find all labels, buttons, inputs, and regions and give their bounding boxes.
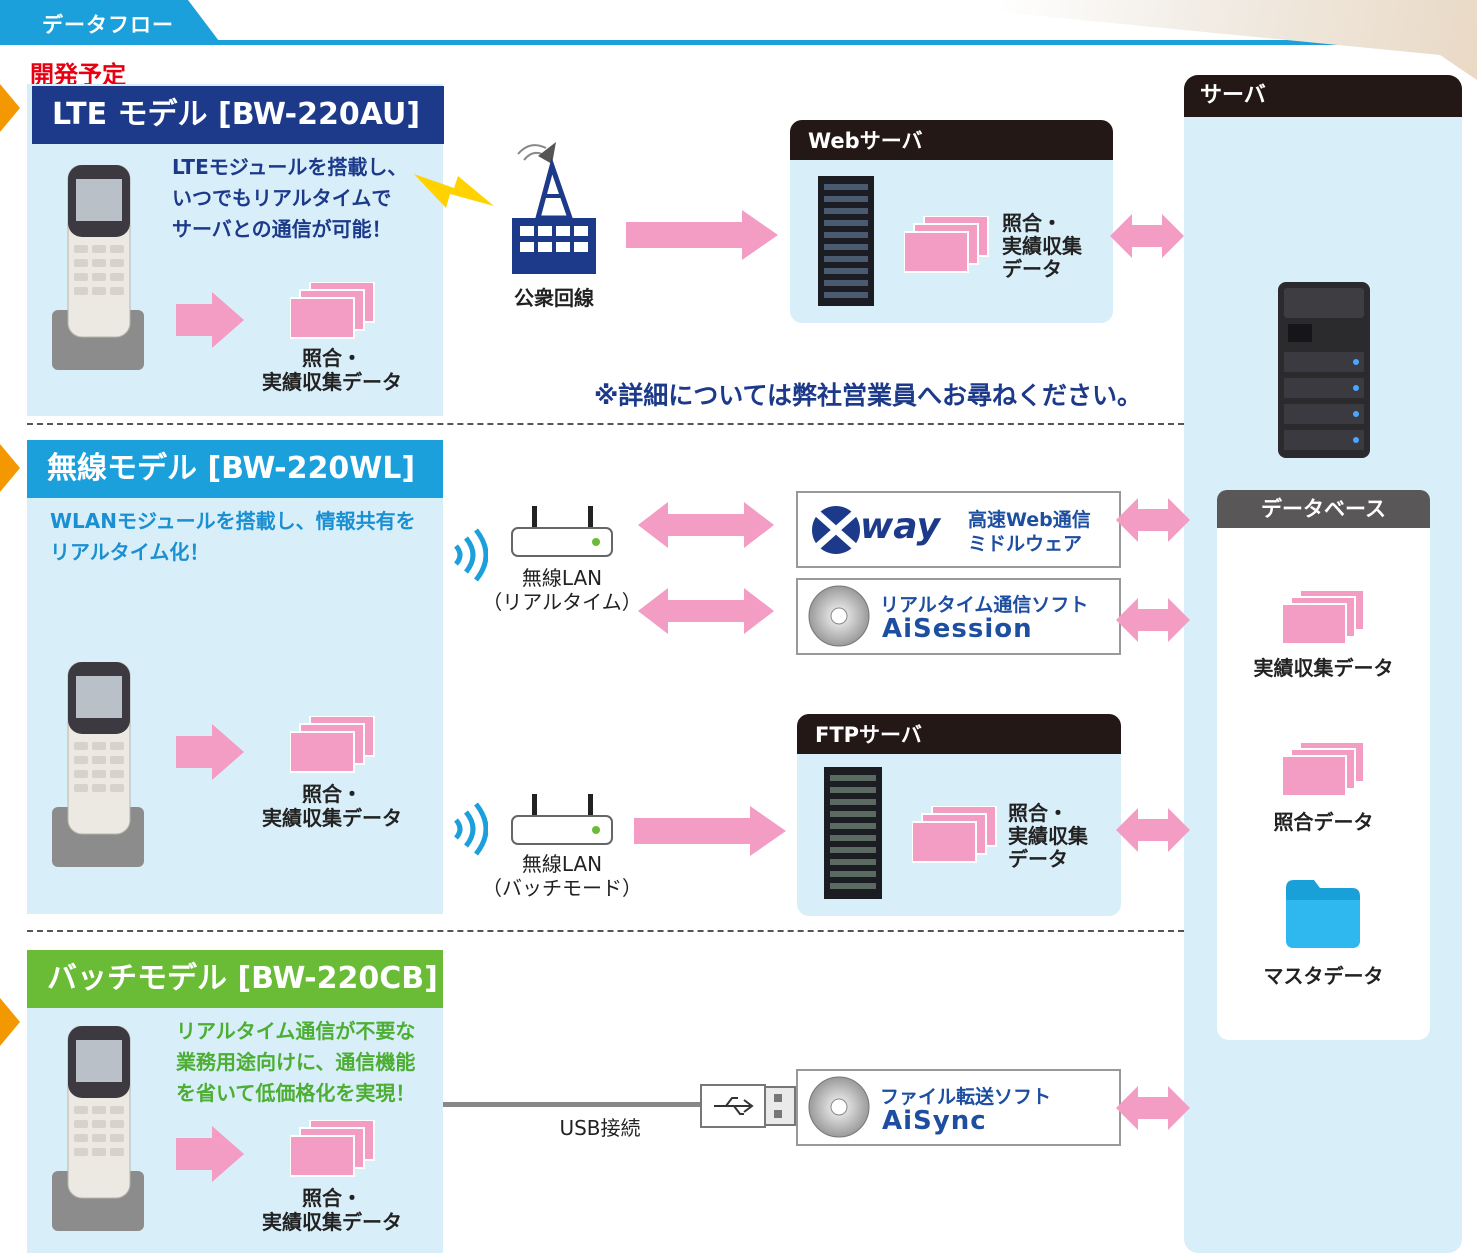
cd-disc-icon [808, 585, 870, 647]
ftp-server-title: FTPサーバ [797, 714, 1121, 754]
cd-disc-icon [808, 1076, 870, 1138]
cb-description: リアルタイム通信が不要な 業務用途向けに、通信機能 を省いて低価格化を実現！ [176, 1019, 416, 1105]
double-arrow-icon [1116, 598, 1190, 642]
lightning-icon [414, 174, 494, 208]
data-stack-icon [904, 216, 989, 273]
header-rule [0, 40, 1477, 45]
web-server-title: Webサーバ [790, 120, 1113, 160]
section-divider [27, 423, 1184, 425]
handheld-terminal-icon [52, 165, 144, 370]
double-arrow-icon [1116, 808, 1190, 852]
wl-description: WLANモジュールを搭載し、情報共有を リアルタイム化！ [50, 509, 416, 564]
server-tower-icon [1278, 282, 1370, 458]
rack-server-icon [818, 176, 874, 306]
lte-description: LTEモジュールを搭載し、 いつでもリアルタイムで サーバとの通信が可能！ [172, 155, 408, 241]
section-divider [27, 930, 1184, 932]
server-title: サーバ [1184, 75, 1462, 117]
data-stack-icon [1282, 590, 1365, 645]
usb-plug-icon [700, 1084, 796, 1128]
database-title: データベース [1217, 490, 1430, 528]
db-item-matching: 照合データ [1273, 810, 1374, 834]
data-stack-icon [290, 716, 375, 773]
xway-line2: ミドルウェア [968, 533, 1083, 555]
xway-logo: way [860, 506, 940, 547]
note-text: ※詳細については弊社営業員へお尋ねください。 [594, 381, 1143, 410]
wireless-router-icon [511, 506, 613, 557]
wl-data-label: 照合・ 実績収集データ [262, 782, 402, 830]
cb-marker-arrow [0, 998, 20, 1046]
network-label: 公衆回線 [514, 286, 594, 310]
lan-realtime-label: 無線LAN （リアルタイム） [482, 566, 642, 614]
pink-arrow-icon [176, 292, 244, 348]
aisync-line1: ファイル転送ソフト [880, 1086, 1052, 1108]
wifi-waves-icon [454, 802, 488, 856]
folder-icon [1286, 880, 1360, 948]
db-item-master: マスタデータ [1263, 964, 1384, 988]
double-arrow-icon [1116, 498, 1190, 542]
header-title: データフロー [42, 13, 174, 37]
aisession-line2: AiSession [882, 614, 1033, 644]
wireless-router-icon [511, 794, 613, 845]
rack-server-icon [824, 767, 882, 899]
pink-arrow-icon [626, 210, 778, 260]
aisync-line2: AiSync [882, 1106, 987, 1136]
xway-line1: 高速Web通信 [968, 509, 1091, 531]
pink-arrow-icon [176, 724, 244, 780]
wl-title: 無線モデル [BW-220WL] [27, 440, 443, 498]
lte-data-label: 照合・ 実績収集データ [262, 346, 402, 394]
double-arrow-icon [638, 588, 774, 634]
double-arrow-icon [1116, 1086, 1190, 1130]
pink-arrow-icon [634, 806, 786, 856]
aisession-line1: リアルタイム通信ソフト [880, 594, 1089, 616]
cell-tower-icon [512, 142, 596, 274]
data-stack-icon [1282, 742, 1365, 797]
wl-marker-arrow [0, 444, 20, 492]
lte-title: LTE モデル [BW-220AU] [32, 86, 444, 144]
double-arrow-icon [638, 502, 774, 548]
xway-globe-icon [812, 506, 860, 554]
wifi-waves-icon [454, 528, 488, 582]
data-stack-icon [290, 1120, 375, 1177]
double-arrow-icon [1110, 214, 1184, 258]
xway-text: 高速Web通信ミドルウェア [968, 508, 1091, 556]
header-tab: データフロー [0, 0, 222, 45]
cb-data-label: 照合・ 実績収集データ [262, 1186, 402, 1234]
usb-cable [443, 1102, 703, 1107]
pink-arrow-icon [176, 1126, 244, 1182]
web-server-data-label: 照合・ 実績収集 データ [1002, 211, 1082, 281]
data-stack-icon [912, 806, 997, 863]
lan-batch-label: 無線LAN （バッチモード） [482, 852, 642, 900]
handheld-terminal-icon [52, 1026, 144, 1231]
ftp-server-data-label: 照合・ 実績収集 データ [1008, 801, 1088, 871]
lte-marker-arrow [0, 84, 20, 132]
cb-title: バッチモデル [BW-220CB] [27, 950, 443, 1008]
data-stack-icon [290, 282, 375, 339]
handheld-terminal-icon [52, 662, 144, 867]
usb-label: USB接続 [559, 1116, 641, 1140]
db-item-results: 実績収集データ [1253, 656, 1394, 680]
